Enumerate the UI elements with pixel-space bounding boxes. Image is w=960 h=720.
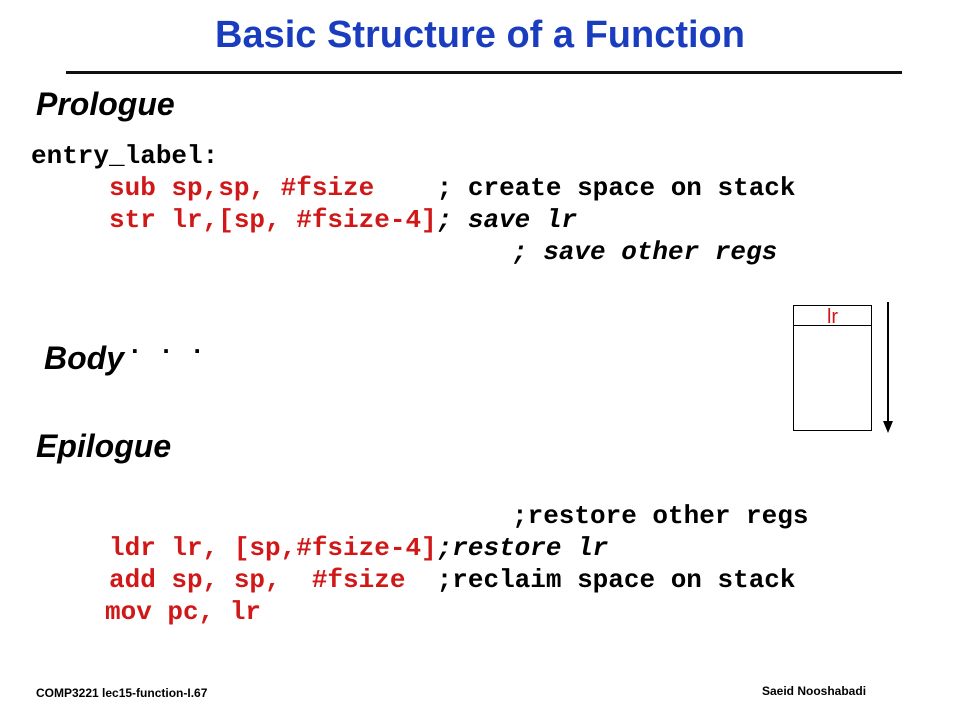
- epilogue-line0-comment: ;restore other regs: [512, 501, 809, 531]
- slide-title: Basic Structure of a Function: [215, 14, 745, 56]
- prologue-line2-comment: ; save lr: [436, 205, 578, 235]
- epilogue-line2-comment: ;reclaim space on stack: [436, 565, 796, 595]
- epilogue-line2-instr: add sp, sp, #fsize: [109, 565, 437, 595]
- epilogue-line1-comment: ;restore lr: [436, 533, 609, 563]
- body-ellipsis: . . .: [127, 331, 206, 361]
- stack-slot-lr-label: lr: [826, 306, 839, 328]
- title-divider: [66, 71, 902, 74]
- footer-author: Saeid Nooshabadi: [762, 684, 867, 698]
- prologue-line2-instr: str lr,[sp, #fsize-4]: [109, 205, 437, 235]
- footer-course-label: COMP3221 lec15-function-I.67: [36, 686, 208, 700]
- prologue-line3-comment: ; save other regs: [512, 237, 778, 267]
- epilogue-line1-instr: ldr lr, [sp,#fsize-4]: [109, 533, 437, 563]
- prologue-code-block: sub sp,sp, #fsize ; create space on stac…: [109, 172, 796, 236]
- prologue-line1-instr: sub sp,sp, #fsize: [109, 173, 437, 203]
- stack-growth-arrow-icon: [883, 302, 893, 433]
- prologue-line1-comment: ; create space on stack: [436, 173, 796, 203]
- body-heading: Body: [44, 340, 124, 376]
- entry-label: entry_label:: [31, 141, 219, 171]
- stack-frame-box: [793, 305, 872, 431]
- epilogue-heading: Epilogue: [36, 428, 172, 464]
- epilogue-line3-instr: mov pc, lr: [105, 597, 262, 627]
- prologue-heading: Prologue: [36, 86, 175, 122]
- epilogue-code-block: ldr lr, [sp,#fsize-4];restore lr add sp,…: [109, 532, 796, 596]
- stack-slot-divider: [793, 325, 872, 326]
